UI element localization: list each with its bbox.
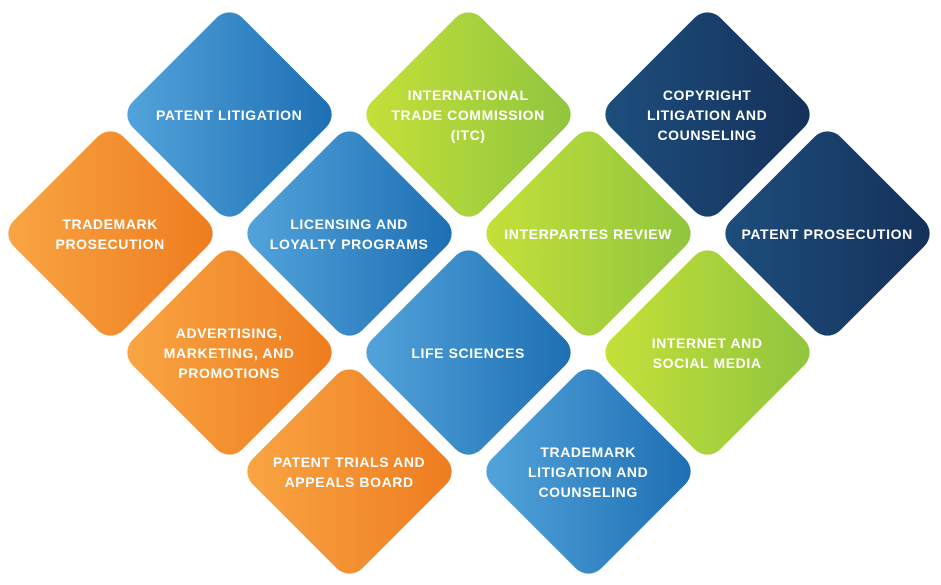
- tile-label: TRADEMARK PROSECUTION: [55, 215, 165, 251]
- tile-label: PATENT PROSECUTION: [741, 225, 913, 241]
- tile-label: LICENSING AND LOYALTY PROGRAMS: [269, 215, 429, 251]
- tile-label: ADVERTISING, MARKETING, AND PROMOTIONS: [164, 324, 295, 380]
- tile-label: INTERNATIONAL TRADE COMMISSION (ITC): [391, 86, 546, 142]
- tile-label: INTERPARTES REVIEW: [504, 225, 672, 241]
- tile-label: TRADEMARK LITIGATION AND COUNSELING: [527, 443, 649, 499]
- tile-label: PATENT TRIALS AND APPEALS BOARD: [272, 453, 426, 489]
- tile-label: LIFE SCIENCES: [411, 344, 526, 360]
- tile-label: PATENT LITIGATION: [156, 106, 303, 122]
- tile-label: INTERNET AND SOCIAL MEDIA: [652, 334, 763, 370]
- tile-label: COPYRIGHT LITIGATION AND COUNSELING: [647, 86, 768, 142]
